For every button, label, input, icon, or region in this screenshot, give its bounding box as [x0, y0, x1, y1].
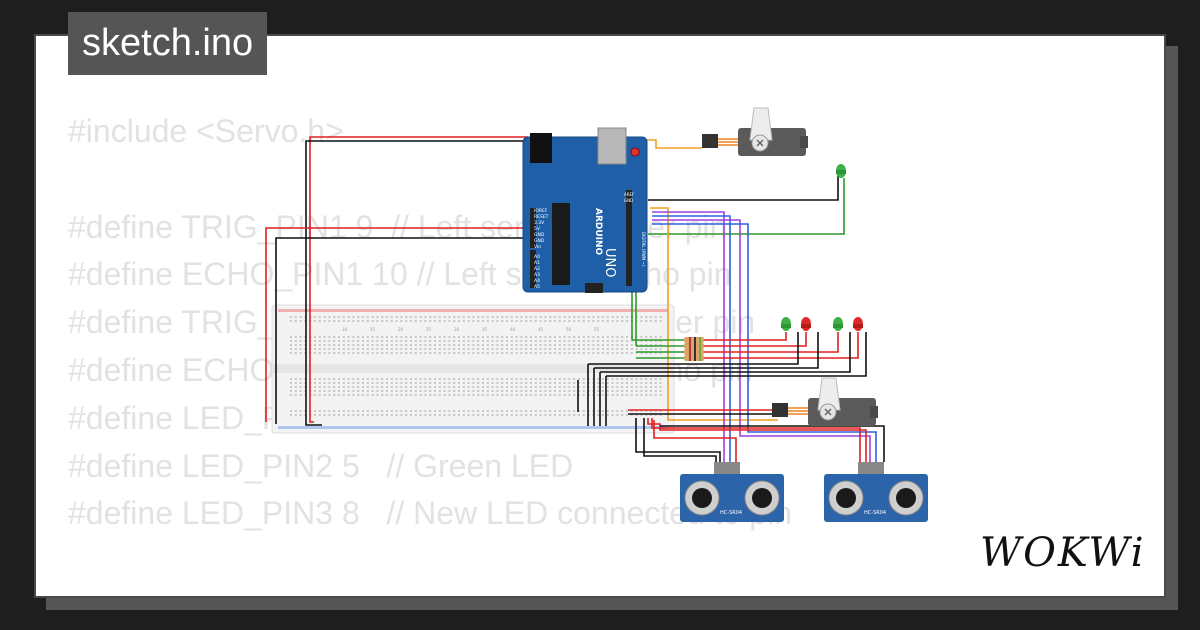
code-line: #include <Servo.h> — [68, 113, 344, 149]
analog-header — [530, 250, 536, 288]
wire-black — [660, 425, 885, 462]
power-header — [530, 208, 536, 248]
wires — [265, 136, 885, 462]
wire-black — [275, 237, 528, 424]
microcontroller-chip — [552, 203, 570, 285]
servo-body — [738, 128, 806, 156]
pin-label: A1 — [534, 260, 540, 266]
wire-green — [648, 178, 845, 235]
wire-black — [643, 418, 717, 462]
wire-red — [309, 136, 528, 423]
file-name-tab: sketch.ino — [68, 12, 268, 75]
power-pin-labels: IOREF RESET 3.3V 5V GND GND Vin — [534, 208, 549, 250]
resistor-bands — [689, 337, 701, 361]
sensor-pins — [858, 462, 884, 474]
wire-purple — [652, 219, 871, 462]
led-green — [833, 317, 843, 331]
pin-label: Vin — [534, 244, 541, 250]
wire-red — [265, 227, 528, 422]
wokwi-logo-text: WOKWi — [980, 530, 1146, 576]
servo-connector — [702, 134, 718, 148]
servo-horn — [749, 107, 773, 141]
resistors — [684, 337, 704, 361]
sensor-label: HC-SR04 — [720, 510, 742, 516]
pin-label: AREF — [624, 192, 635, 197]
column-label: 45 — [538, 327, 544, 332]
pin-label: RESET — [534, 214, 549, 220]
arduino-uno-board[interactable]: ARDUINO UNO DIGITAL (PWM ~) IOREF RESET … — [522, 127, 648, 293]
wire-red — [704, 332, 807, 347]
wire-orange — [650, 207, 778, 421]
board-brand-label: ARDUINO — [593, 208, 603, 256]
wire-black — [606, 332, 867, 377]
led-red — [853, 317, 863, 331]
servo-horn — [817, 377, 841, 411]
pin-label: 3.3V — [534, 220, 545, 226]
wire-red — [651, 418, 861, 462]
pin-label: IOREF — [534, 208, 548, 214]
servo-connector — [772, 403, 788, 417]
usb-port — [597, 127, 627, 165]
pin-label: GND — [624, 198, 633, 203]
pin-label: 5V — [534, 226, 541, 232]
digital-header — [626, 190, 632, 286]
sensor-pins — [714, 462, 740, 474]
column-label: 15 — [370, 327, 376, 332]
servo-body — [808, 398, 876, 426]
wire-black — [594, 332, 819, 369]
column-label: 10 — [342, 327, 348, 332]
pin-label: GND — [534, 232, 545, 238]
servo-motor-bottom[interactable] — [772, 377, 878, 426]
pin-label: A3 — [534, 272, 540, 278]
breadboard-column-labels: 10 15 20 25 30 35 40 45 50 55 — [342, 327, 600, 332]
pin-label: A2 — [534, 266, 540, 272]
servo-motor-top[interactable] — [702, 107, 808, 156]
code-line: #define LED_PIN2 5 // Green LED — [68, 447, 574, 484]
wire-orange — [640, 139, 702, 149]
ultrasonic-sensor-left[interactable]: HC-SR04 — [680, 462, 784, 522]
wire-red — [704, 332, 839, 353]
code-line: #define LED_PIN3 8 // New LED connected … — [68, 495, 792, 532]
column-label: 50 — [566, 327, 572, 332]
board-model-label: UNO — [602, 248, 617, 277]
led-red — [801, 317, 811, 331]
column-label: 30 — [454, 327, 460, 332]
wire-black — [305, 140, 533, 426]
reset-button[interactable] — [630, 147, 640, 157]
wire-black — [600, 332, 851, 373]
analog-pin-labels: A0 A1 A2 A3 A4 A5 — [534, 254, 540, 290]
column-label: 25 — [426, 327, 432, 332]
wire-red — [704, 332, 787, 341]
wire-red — [653, 420, 737, 462]
wire-red — [704, 332, 859, 359]
pin-label: GND — [534, 238, 545, 244]
wire-red — [647, 418, 867, 462]
sensor-label: HC-SR04 — [864, 510, 886, 516]
column-label: 35 — [482, 327, 488, 332]
breadboard: 10 15 20 25 30 35 40 45 50 55 — [271, 304, 675, 434]
wire-blue — [652, 215, 731, 462]
wire-black — [635, 418, 721, 462]
led-green — [781, 317, 791, 331]
wire-purple — [652, 211, 725, 462]
power-jack — [530, 133, 552, 163]
wire-black — [648, 176, 839, 201]
code-line: Servo servo1; — [68, 586, 792, 596]
wire-black — [588, 332, 799, 365]
column-label: 40 — [510, 327, 516, 332]
led-green-top — [836, 164, 846, 178]
breadboard-holes — [290, 316, 662, 416]
wokwi-logo[interactable]: WOKWi — [978, 524, 1150, 576]
digital-header-label: DIGITAL (PWM ~) — [641, 232, 646, 267]
ultrasonic-sensor-right[interactable]: HC-SR04 — [824, 462, 928, 522]
column-label: 55 — [594, 327, 600, 332]
icsp-header — [585, 283, 603, 293]
pin-label: A5 — [534, 284, 540, 290]
pin-label: A0 — [534, 254, 540, 260]
wire-blue — [652, 223, 877, 462]
pin-label: A4 — [534, 278, 540, 284]
aref-labels: AREF GND — [624, 192, 635, 203]
column-label: 20 — [398, 327, 404, 332]
